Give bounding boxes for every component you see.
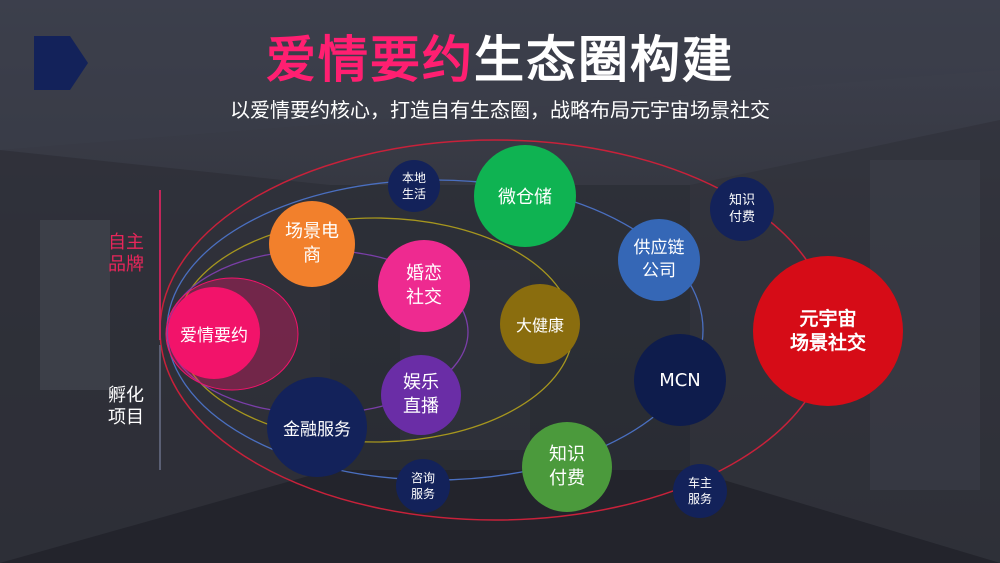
page-title: 爱情要约生态圈构建	[0, 28, 1000, 92]
corner-arrow-icon	[34, 36, 88, 90]
knowledge-paid-top-node[interactable]: 知识 付费	[710, 177, 774, 241]
title-rest: 生态圈构建	[474, 31, 734, 89]
core-label: 爱情要约	[180, 325, 248, 346]
incubation-label: 孵化 项目	[108, 385, 144, 428]
knowledge-paid-center-label: 知识 付费	[549, 444, 585, 489]
marriage-social-label: 婚恋 社交	[406, 263, 442, 308]
local-life-node[interactable]: 本地 生活	[388, 160, 440, 212]
core-node[interactable]: 爱情要约	[168, 287, 260, 379]
scene-ecommerce-node[interactable]: 场景电 商	[269, 201, 355, 287]
knowledge-paid-center-node[interactable]: 知识 付费	[522, 422, 612, 512]
own-brand-label: 自主 品牌	[108, 232, 144, 275]
micro-storage-node[interactable]: 微仓储	[474, 145, 576, 247]
mcn-label: MCN	[659, 369, 701, 391]
consulting-services-node[interactable]: 咨询 服务	[396, 459, 450, 513]
marriage-social-node[interactable]: 婚恋 社交	[378, 240, 470, 332]
financial-services-label: 金融服务	[283, 419, 351, 440]
supply-chain-label: 供应链 公司	[633, 238, 685, 281]
consulting-services-label: 咨询 服务	[410, 471, 435, 501]
metaverse-node[interactable]: 元宇宙 场景社交	[753, 256, 903, 406]
local-life-label: 本地 生活	[401, 171, 426, 201]
metaverse-label: 元宇宙 场景社交	[789, 308, 866, 354]
big-health-label: 大健康	[515, 316, 564, 335]
car-owner-services-node[interactable]: 车主 服务	[673, 464, 727, 518]
knowledge-paid-top-label: 知识 付费	[728, 193, 755, 225]
scene-ecommerce-label: 场景电 商	[285, 221, 339, 266]
supply-chain-node[interactable]: 供应链 公司	[618, 219, 700, 301]
brand-divider-line	[159, 190, 161, 340]
car-owner-services-label: 车主 服务	[687, 476, 712, 506]
financial-services-node[interactable]: 金融服务	[267, 377, 367, 477]
entertainment-live-label: 娱乐 直播	[403, 372, 439, 417]
title-highlight: 爱情要约	[266, 31, 474, 89]
mcn-node[interactable]: MCN	[634, 334, 726, 426]
entertainment-live-node[interactable]: 娱乐 直播	[381, 355, 461, 435]
incubation-divider-line	[159, 345, 161, 470]
micro-storage-label: 微仓储	[498, 187, 552, 208]
page-subtitle: 以爱情要约核心，打造自有生态圈，战略布局元宇宙场景社交	[230, 98, 770, 122]
big-health-node[interactable]: 大健康	[500, 284, 580, 364]
